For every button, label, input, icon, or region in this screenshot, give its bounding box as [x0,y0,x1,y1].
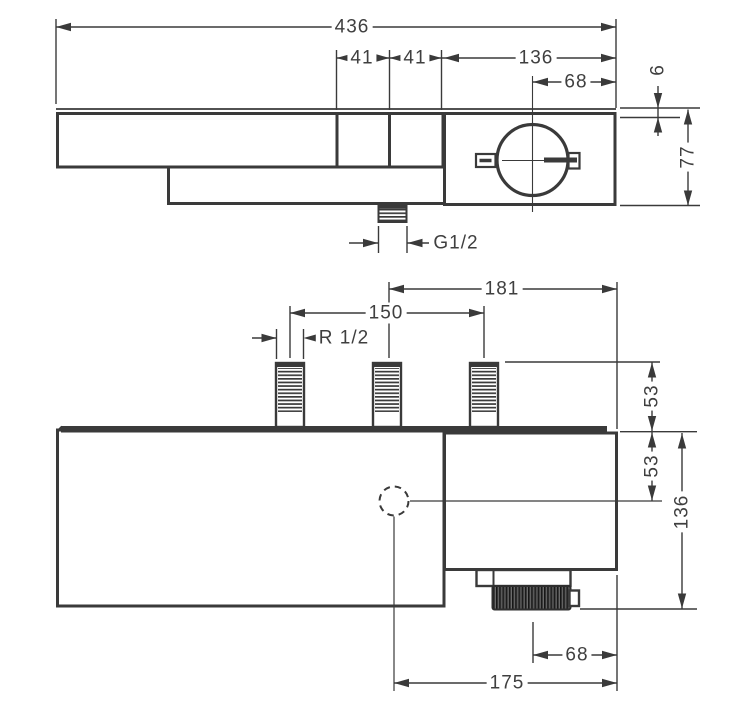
arrow-up [653,117,663,133]
arrow-left [56,22,71,32]
pipe-2-thread [375,368,399,412]
dim-r12 [252,329,319,359]
arrow-up [677,433,687,449]
arrow-right [601,22,616,32]
arrow-up [647,362,657,378]
arrow-up [683,109,693,125]
dim-label-outlet-thread: G1/2 [430,232,482,254]
arrow-left [533,650,548,660]
dim-label-top-strip: 6 [647,61,669,79]
dim-label-valve-to-edge: 175 [486,672,528,694]
dim-6 [620,86,700,136]
front-main-bar [56,112,445,169]
dim-181 [388,282,618,429]
arrow-left [407,238,423,248]
arrow-right [261,333,277,343]
dim-label-depth: 136 [671,491,693,533]
arrow-left [444,53,459,63]
pipe-3-thread [472,368,496,412]
arrow-right [601,77,616,87]
handle-knurled-grip [491,585,572,611]
dim-label-handle-offset: 68 [562,644,592,666]
dim-label-overall-width: 436 [331,16,373,38]
dim-label-knob-offset: 68 [561,71,591,93]
arrow-right [601,53,616,63]
arrow-left [533,77,548,87]
dim-label-module-width: 136 [515,47,557,69]
arrow-right [602,678,617,688]
arrow-right [374,53,390,63]
arrow-up [647,432,657,448]
arrow-down [647,416,657,431]
top-view-body [56,361,662,691]
dim-label-body-to-center: 53 [641,451,663,481]
arrow-right [602,650,617,660]
arrow-right [363,238,378,248]
arrow-right [426,53,442,63]
arrow-down [653,93,663,108]
arrow-left [394,678,409,688]
dim-label-inlet-thread: R 1/2 [315,327,373,349]
dim-label-pipe-to-edge: 181 [481,278,523,300]
dim-label-height: 77 [677,142,699,172]
dim-label-pipe-spacing: 150 [365,302,407,324]
arrow-right [469,308,484,318]
handle-escutcheon [475,568,572,588]
front-lower-step [167,168,444,205]
arrow-right [602,284,617,294]
pipe-1-thread [278,368,302,412]
dim-label-segment-41-right: 41 [400,47,430,69]
front-view-body [56,76,617,223]
arrow-down [677,593,687,609]
dim-label-segment-41-left: 41 [347,47,377,69]
dim-g12 [349,226,429,253]
arrow-down [683,190,693,206]
arrow-left [389,284,404,294]
arrow-left [290,308,305,318]
arrow-left [303,333,319,343]
dim-label-pipes-to-body: 53 [641,381,663,411]
arrow-down [647,485,657,501]
top-main-body [56,428,446,608]
top-edge-chamfer [56,425,63,432]
top-edge-band [61,426,607,433]
concealed-valve-dashed-circle [378,485,410,517]
handle-side-tab [568,589,581,608]
